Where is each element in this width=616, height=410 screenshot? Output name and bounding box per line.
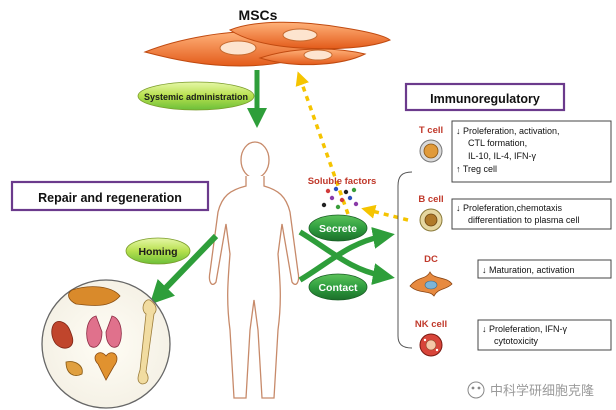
watermark-logo-icon (467, 381, 485, 399)
t-cell-line-2: CTL formation, (468, 138, 527, 148)
t-cell-label: T cell (419, 125, 443, 136)
watermark-text: 中科学研细胞克隆 (490, 383, 594, 398)
diagram-title: MSCs (239, 7, 278, 23)
t-cell-line-1: ↓ Proleferation, activation, (456, 126, 560, 136)
arrow-feedback-dashed (295, 71, 350, 215)
b-cell-effects-box (451, 198, 612, 230)
msc-cells-illustration (143, 21, 391, 67)
contact-pill: Contact (308, 273, 368, 301)
immunoregulatory-box: Immunoregulatory (404, 82, 566, 112)
arrow-secrete-out (298, 227, 395, 283)
immune-cells-bracket (397, 171, 413, 349)
nk-cell-group: NK cell ↓ Proleferation, IFN-γ cytotoxic… (415, 319, 612, 357)
dc-label: DC (424, 254, 438, 265)
dc-line-1: ↓ Maturation, activation (482, 265, 575, 275)
nk-cell-label: NK cell (415, 319, 447, 330)
msc-nucleus-2 (282, 28, 318, 42)
t-cell-line-4: ↑ Treg cell (456, 164, 497, 174)
nk-cell-effects-box (477, 319, 612, 351)
contact-label: Contact (318, 282, 358, 294)
t-cell-group: T cell ↓ Proleferation, activation, CTL … (419, 120, 612, 183)
msc-nucleus-1 (219, 40, 257, 56)
arrow-cells-to-factors (361, 204, 409, 222)
t-cell-line-3: IL-10, IL-4, IFN-γ (468, 151, 537, 161)
bone-icon (137, 299, 157, 385)
pancreas-icon (65, 361, 83, 376)
nk-cell-line-2: cytotoxicity (494, 336, 539, 346)
arrow-contact-out (298, 229, 395, 285)
secrete-label: Secrete (319, 223, 357, 235)
t-cell-effects-box (451, 120, 612, 183)
systemic-administration-pill: Systemic administration (137, 81, 255, 111)
msc-nucleus-3 (303, 49, 333, 61)
nk-cell-line-1: ↓ Proleferation, IFN-γ (482, 324, 568, 334)
b-cell-line-1: ↓ Proleferation,chemotaxis (456, 203, 563, 213)
b-cell-line-2: differentiation to plasma cell (468, 215, 579, 225)
lung-left-icon (86, 315, 103, 348)
repair-regeneration-label: Repair and regeneration (38, 191, 182, 205)
dc-group: DC ↓ Maturation, activation (409, 254, 612, 297)
homing-pill: Homing (125, 237, 191, 265)
heart-icon (94, 352, 118, 381)
repair-regeneration-box: Repair and regeneration (10, 180, 210, 212)
liver-icon (68, 286, 121, 306)
dc-effects-box (477, 259, 612, 279)
kidney-icon (51, 320, 74, 349)
organs-circle (41, 279, 171, 409)
soluble-factors-dots (321, 186, 359, 210)
watermark: 中科学研细胞克隆 (467, 381, 594, 399)
b-cell-label: B cell (418, 194, 443, 205)
soluble-factors-label: Soluble factors (308, 176, 377, 187)
human-body-outline (208, 141, 300, 399)
arrow-to-organs (149, 233, 219, 305)
lung-right-icon (105, 315, 122, 348)
homing-label: Homing (138, 246, 177, 258)
systemic-administration-label: Systemic administration (144, 92, 248, 102)
secrete-pill: Secrete (308, 214, 368, 242)
b-cell-group: B cell ↓ Proleferation,chemotaxis differ… (418, 194, 612, 232)
immunoregulatory-label: Immunoregulatory (430, 92, 540, 106)
